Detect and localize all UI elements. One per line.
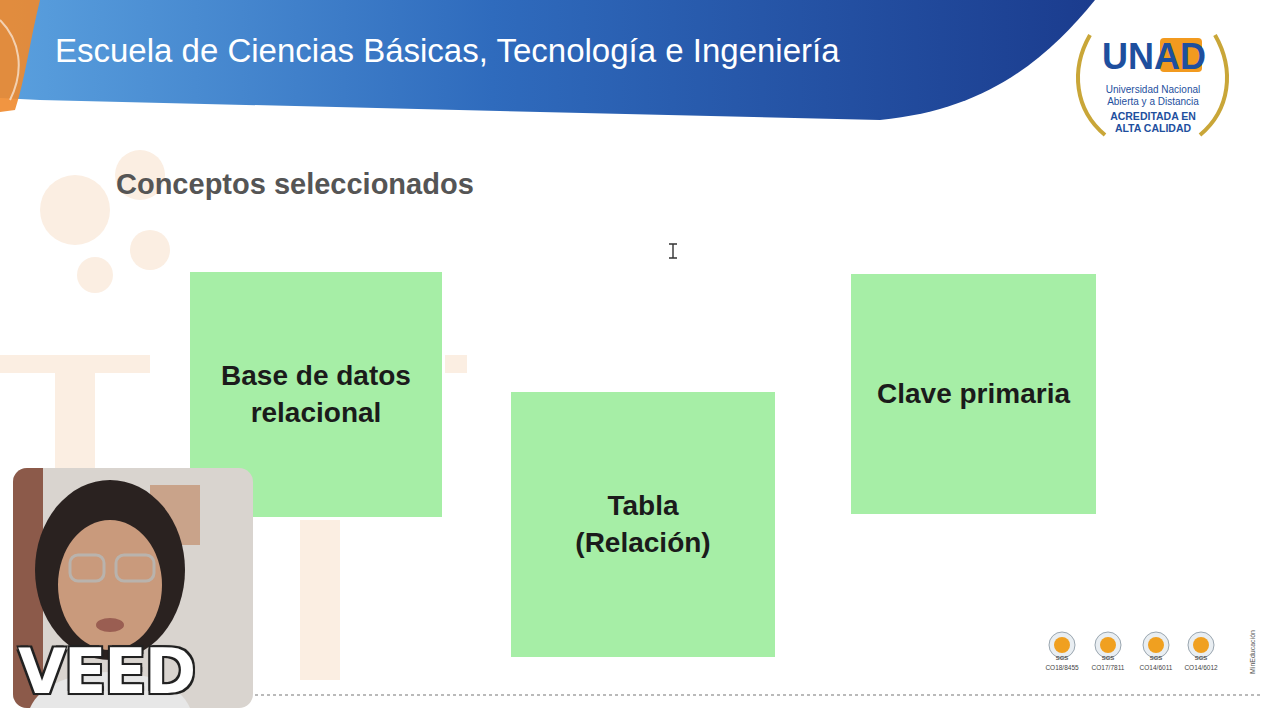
seal-text: SGS [1189,655,1213,662]
seal-text: SGS [1050,655,1074,662]
concept-label: Base de datos relacional [202,358,430,431]
watermark: VEED [18,636,258,707]
certificate-code: CO17/7811 [1086,664,1130,671]
certificate-code: CO18/8455 [1040,664,1084,671]
header-band [0,0,1095,120]
certificate-code: CO14/6011 [1134,664,1178,671]
dotted-rule [255,694,1262,695]
header-swoosh [0,0,40,112]
header-swoosh [0,20,19,100]
certification-seals [1049,632,1214,658]
certificate-code: CO14/6012 [1179,664,1223,671]
accreditation-text: ACREDITADA EN ALTA CALIDAD [1103,110,1203,134]
seal-text: SGS [1144,655,1168,662]
seal-text: SGS [1096,655,1120,662]
concept-label: Clave primaria [877,376,1070,412]
slide-title: Conceptos seleccionados [116,168,474,201]
concept-box: Clave primaria [851,274,1096,514]
ministry-mark: MinEducación [1249,617,1257,687]
logo-laurel [1078,35,1227,135]
logo-subtitle: Universidad Nacional Abierta y a Distanc… [1097,84,1209,107]
logo-text: UNAD [1098,36,1210,77]
header-text: Escuela de Ciencias Básicas, Tecnología … [55,32,1005,70]
text-cursor [669,244,677,258]
concept-box: Tabla (Relación) [511,392,775,657]
concept-label: Tabla (Relación) [556,488,730,561]
